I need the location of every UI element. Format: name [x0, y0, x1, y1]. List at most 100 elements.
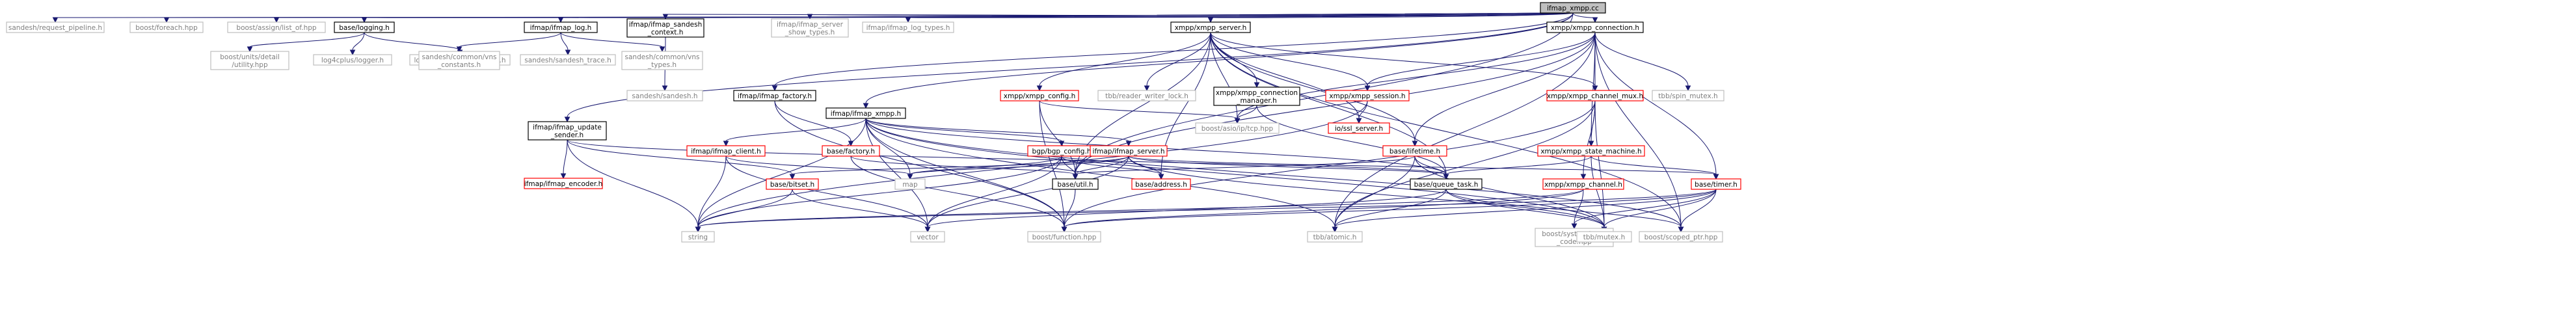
node-box [910, 231, 945, 243]
node-ifmap-update-sender[interactable]: ifmap/ifmap_update_sender.h [528, 121, 607, 141]
arrowhead-root-to-logging [361, 17, 368, 23]
node-label: base/timer.h [1695, 181, 1737, 189]
edge-ifmap_server-to-queue_task [1128, 155, 1447, 175]
node-box [129, 21, 204, 33]
node-foreach: boost/foreach.hpp [129, 21, 204, 33]
node-xmpp-channel-mux[interactable]: xmpp/xmpp_channel_mux.h [1546, 90, 1644, 101]
node-label: sandesh/common/vns [422, 53, 497, 61]
node-queue-task[interactable]: base/queue_task.h [1410, 178, 1483, 190]
node-root[interactable]: ifmap_xmpp.cc [1540, 2, 1606, 14]
edge-ifmap_server-to-bitset [792, 155, 1129, 175]
node-label: boost/asio/ip/tcp.hpp [1201, 125, 1274, 133]
edge-xmpp_config-to-util [1039, 100, 1076, 175]
node-address[interactable]: base/address.h [1131, 178, 1191, 190]
node-xmpp-channel[interactable]: xmpp/xmpp_channel.h [1542, 178, 1624, 190]
node-box [1328, 122, 1390, 134]
arrowhead-queue_task-to-vector [924, 226, 931, 233]
edge-ifmap_client-to-string [697, 155, 727, 228]
node-ssl-server[interactable]: io/ssl_server.h [1328, 122, 1390, 134]
node-box [418, 51, 500, 70]
node-sandesh: sandesh/sandesh.h [626, 90, 703, 101]
node-label: xmpp/xmpp_config.h [1004, 92, 1075, 100]
edge-ifmap_update_sender-to-queue_task [567, 139, 1447, 175]
edge-bgp_config-to-vector [927, 155, 1062, 228]
edge-logging-to-log4cplus_logger [352, 32, 365, 51]
arrowhead-ifmap_xmpp_h-to-ifmap_client [723, 141, 729, 147]
node-label: io/ssl_server.h [1335, 125, 1383, 133]
arrowhead-ifmap_log-to-vns_types [659, 46, 665, 53]
node-ifmap-encoder[interactable]: ifmap/ifmap_encoder.h [524, 178, 603, 189]
edge-ifmap_update_sender-to-ifmap_encoder [563, 139, 568, 174]
node-label: ifmap_xmpp.cc [1547, 5, 1599, 12]
edge-xmpp_state_machine-to-mutex [1590, 155, 1605, 228]
node-bgp-config[interactable]: bgp/bgp_config.h [1027, 145, 1096, 157]
node-label: base/queue_task.h [1414, 181, 1479, 189]
edge-xmpp_channel-to-system_error_code [1574, 189, 1584, 224]
arrowhead-logging-to-log4cplus_logger [349, 49, 356, 56]
edge-root-to-ifmap_update_sender [567, 12, 1574, 118]
node-ifmap-server[interactable]: ifmap/ifmap_server.h [1090, 145, 1168, 157]
node-box [822, 145, 880, 157]
node-string: string [681, 231, 715, 243]
node-timer[interactable]: base/timer.h [1691, 178, 1741, 190]
arrowhead-root-to-xmpp_server [1207, 17, 1214, 23]
node-box [1000, 90, 1079, 101]
node-label: ifmap/ifmap_server.h [1093, 148, 1165, 155]
node-label: ifmap/ifmap_update [533, 124, 602, 131]
edge-xmpp_channel_mux-to-xmpp_channel [1583, 100, 1596, 175]
node-xmpp-state-machine[interactable]: xmpp/xmpp_state_machine.h [1537, 145, 1645, 157]
node-xmpp-server[interactable]: xmpp/xmpp_server.h [1170, 21, 1251, 33]
edge-xmpp_channel-to-string [697, 189, 1584, 228]
arrowhead-xmpp_server-to-xmpp_config [1036, 85, 1043, 92]
arrowhead-root-to-foreach [163, 17, 170, 23]
edge-ifmap_log-to-vns_constants [459, 32, 561, 47]
arrowhead-root-to-xmpp_connection [1592, 17, 1598, 23]
node-logging[interactable]: base/logging.h [334, 21, 395, 33]
node-label: base/bitset.h [770, 181, 814, 189]
node-box [528, 121, 607, 141]
edge-ifmap_xmpp_h-to-bgp_config [865, 118, 1062, 142]
node-label: ifmap/ifmap_server [777, 21, 844, 29]
node-lifetime[interactable]: base/lifetime.h [1382, 145, 1447, 157]
edge-lifetime-to-queue_task [1414, 155, 1447, 175]
node-util[interactable]: base/util.h [1052, 178, 1099, 190]
arrowhead-root-to-request_pipeline [52, 17, 59, 23]
node-label: base/util.h [1057, 181, 1093, 189]
node-ifmap-sandesh-context[interactable]: ifmap/ifmap_sandesh_context.h [626, 18, 704, 38]
edge-ifmap_client-to-map [725, 155, 911, 175]
node-xmpp-session[interactable]: xmpp/xmpp_session.h [1325, 90, 1410, 101]
node-ifmap-log[interactable]: ifmap/ifmap_log.h [524, 21, 598, 33]
node-label: boost/scoped_ptr.hpp [1644, 234, 1718, 241]
edge-xmpp_state_machine-to-timer [1590, 155, 1717, 175]
node-bitset[interactable]: base/bitset.h [766, 178, 819, 190]
edge-queue_task-to-vector [927, 189, 1447, 228]
edge-ifmap_server-to-util [1075, 155, 1129, 175]
node-ifmap-client[interactable]: ifmap/ifmap_client.h [686, 145, 766, 157]
node-label: xmpp/xmpp_session.h [1329, 92, 1405, 100]
edge-logging-to-units_utility [249, 32, 365, 47]
node-label: ifmap/ifmap_sandesh [629, 21, 702, 29]
node-label: tbb/mutex.h [1583, 234, 1625, 241]
node-ifmap-factory[interactable]: ifmap/ifmap_factory.h [733, 90, 816, 101]
node-box [686, 145, 766, 157]
node-xmpp-config[interactable]: xmpp/xmpp_config.h [1000, 90, 1079, 101]
node-box [1546, 90, 1644, 101]
node-label: _show_types.h [785, 29, 835, 36]
node-label: xmpp/xmpp_connection [1216, 89, 1298, 97]
node-xmpp-connection[interactable]: xmpp/xmpp_connection.h [1546, 21, 1644, 33]
node-box [334, 21, 395, 33]
node-ifmap-xmpp-h[interactable]: ifmap/ifmap_xmpp.h [825, 107, 906, 119]
node-box [1576, 231, 1632, 243]
arrowhead-root-to-ifmap_log_types [905, 17, 911, 23]
node-box [227, 21, 326, 33]
edge-factory-to-function [850, 155, 1065, 228]
node-xmpp-connection-manager[interactable]: xmpp/xmpp_connection_manager.h [1213, 87, 1300, 106]
edge-timer-to-string [697, 189, 1717, 228]
node-box [1090, 145, 1168, 157]
node-label: _sender.h [550, 131, 584, 139]
node-box [1195, 122, 1280, 134]
edge-timer-to-atomic [1334, 189, 1717, 228]
node-factory[interactable]: base/factory.h [822, 145, 880, 157]
node-label: xmpp/xmpp_state_machine.h [1540, 148, 1641, 155]
node-box [1691, 178, 1741, 190]
